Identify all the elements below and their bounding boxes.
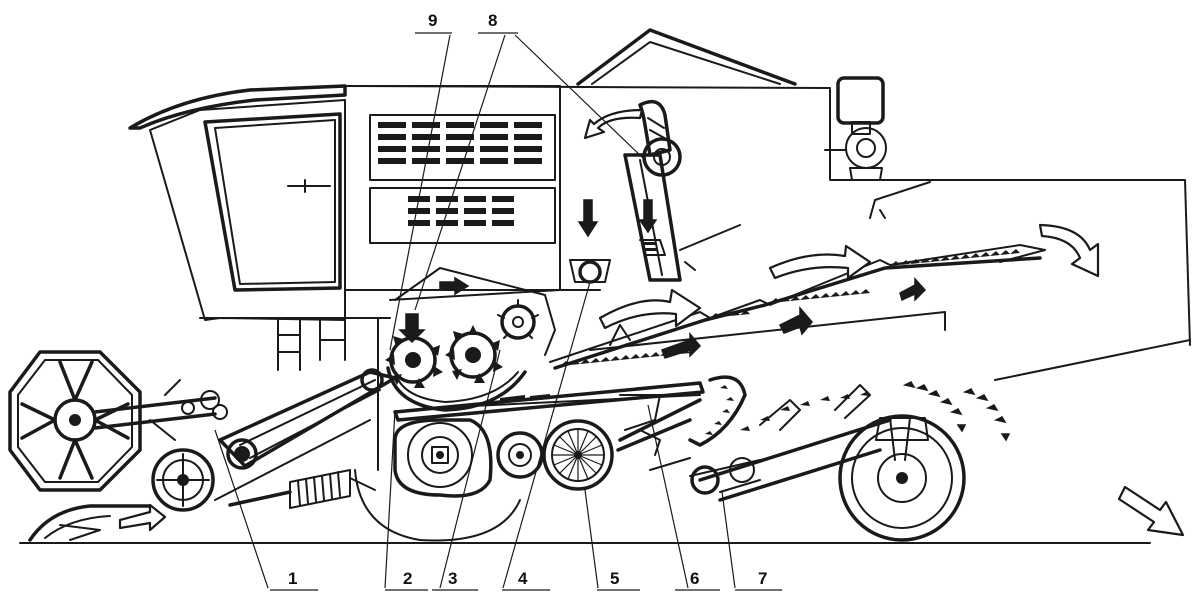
operator-cab <box>128 84 347 371</box>
callout-label-1: 1 <box>288 569 297 588</box>
cleaning-fan <box>542 419 614 491</box>
machine-body <box>199 28 1191 346</box>
tailings-return <box>688 375 871 495</box>
rear-wheel <box>698 414 966 542</box>
callout-label-8: 8 <box>488 11 497 30</box>
cleaning-shoe <box>393 381 705 471</box>
callout-label-6: 6 <box>690 569 699 588</box>
callout-label-3: 3 <box>448 569 457 588</box>
callout-1: 1 <box>270 569 318 591</box>
header <box>8 350 228 542</box>
callout-label-4: 4 <box>518 569 528 588</box>
drive-wheel-and-pulleys <box>354 418 544 542</box>
callout-5: 5 <box>597 569 640 591</box>
callout-label-9: 9 <box>428 11 437 30</box>
threshing-drums <box>377 267 556 471</box>
callout-label-2: 2 <box>403 569 412 588</box>
callout-4: 4 <box>502 569 550 591</box>
callout-8: 8 <box>478 11 518 34</box>
callout-7: 7 <box>735 569 782 591</box>
callout-3: 3 <box>432 569 478 591</box>
grain-auger <box>569 199 611 284</box>
feeder-house <box>214 368 397 509</box>
callout-label-7: 7 <box>758 569 767 588</box>
callout-6: 6 <box>675 569 720 591</box>
grain-elevator <box>583 99 682 282</box>
straw-walkers <box>549 181 1100 370</box>
callout-label-5: 5 <box>610 569 619 588</box>
chaff-exit <box>902 339 1191 537</box>
callout-2: 2 <box>385 569 428 591</box>
leader-lines <box>214 34 736 589</box>
callout-9: 9 <box>415 11 452 34</box>
